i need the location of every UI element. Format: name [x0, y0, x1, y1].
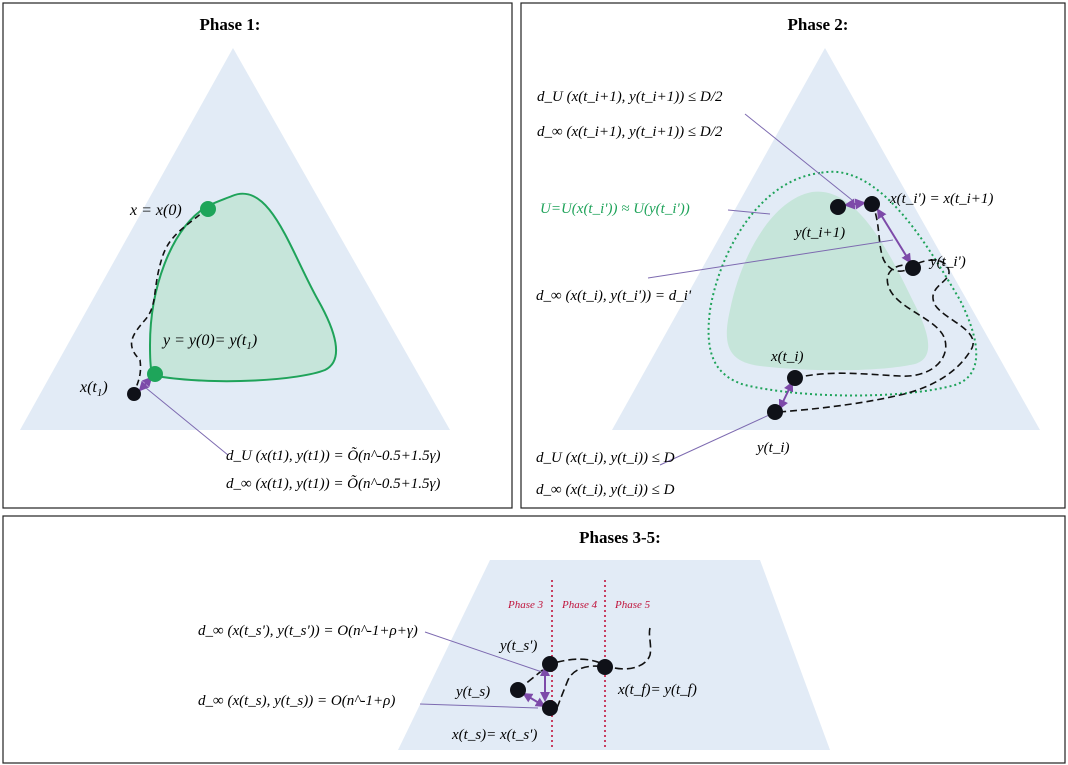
- panel-3-frame: [2, 515, 1066, 764]
- set-region-2: [726, 191, 929, 371]
- formula-dinf-top: d_∞ (x(t_i+1), y(t_i+1)) ≤ D/2: [537, 124, 723, 140]
- label-xts: x(t_s)= x(t_s'): [451, 727, 537, 743]
- label-yts-prime: y(t_s'): [498, 638, 537, 654]
- set-u-region-1: [148, 192, 338, 383]
- label-phase-4: Phase 4: [561, 599, 598, 611]
- label-phase-3: Phase 3: [507, 599, 544, 611]
- formula-dinf-bottom-3: d_∞ (x(t_s), y(t_s)) = O(n^-1+ρ): [198, 693, 395, 709]
- panel-phase-2: Phase 2: d_U (x(t_i+1), y(t_i+1)) ≤ D/2 …: [520, 2, 1066, 509]
- label-xt1: x(t1): [79, 379, 108, 399]
- distance-arrow-bottom: [778, 381, 794, 410]
- pointer-line-u: [727, 209, 771, 215]
- label-y-y0: y = y(0)= y(t1): [161, 332, 257, 352]
- panel-1-frame: [2, 2, 513, 509]
- point-xts: [542, 700, 558, 716]
- pointer-line-top: [744, 113, 853, 201]
- pointer-line-mid: [647, 239, 894, 279]
- distance-arrow-right: [876, 208, 912, 264]
- label-xti-prime: x(t_i') = x(t_i+1): [889, 191, 993, 207]
- label-yti1: y(t_i+1): [793, 225, 845, 241]
- point-xti-prime: [864, 196, 880, 212]
- label-yti-prime: y(t_i'): [928, 254, 966, 270]
- point-yti-prime: [905, 260, 921, 276]
- label-yts: y(t_s): [454, 684, 490, 700]
- panel-2-title: Phase 2:: [788, 15, 849, 34]
- formula-dinf-phase1: d_∞ (x(t1), y(t1)) = Õ(n^-0.5+1.5γ): [226, 475, 440, 492]
- panel-phase-1: Phase 1: x = x(0) y = y(0)= y(t1) x(t1) …: [2, 2, 513, 509]
- trajectory-path-3: [517, 627, 652, 709]
- label-xtf: x(t_f)= y(t_f): [617, 682, 697, 698]
- panel-2-frame: [520, 2, 1066, 509]
- formula-dinf-bottom: d_∞ (x(t_i), y(t_i)) ≤ D: [536, 482, 675, 498]
- point-yts-prime: [542, 656, 558, 672]
- point-xtf: [597, 659, 613, 675]
- distance-arrow-top: [843, 198, 867, 210]
- point-xti: [787, 370, 803, 386]
- label-xti: x(t_i): [770, 349, 803, 365]
- formula-dU-bottom: d_U (x(t_i), y(t_i)) ≤ D: [536, 450, 675, 466]
- trapezoid-region: [398, 560, 830, 750]
- point-yti: [767, 404, 783, 420]
- label-u-set: U=U(x(t_i')) ≈ U(y(t_i')): [540, 201, 690, 217]
- point-y0: [147, 366, 163, 382]
- point-yts: [510, 682, 526, 698]
- distance-arrow-1: [138, 376, 153, 392]
- pointer-line-bottom: [659, 409, 781, 466]
- panel-phases-3-5: Phases 3-5: Phase 3 Phase 4 Phase 5 d_∞ …: [2, 515, 1066, 764]
- point-x0: [200, 201, 216, 217]
- point-yti1: [830, 199, 846, 215]
- pointer-line-bottom-3: [419, 703, 539, 709]
- point-xt1: [127, 387, 141, 401]
- pointer-line-1: [145, 387, 229, 456]
- formula-dU-top: d_U (x(t_i+1), y(t_i+1)) ≤ D/2: [537, 89, 723, 105]
- pointer-line-top-3: [424, 631, 543, 673]
- panel-1-title: Phase 1:: [200, 15, 261, 34]
- trajectory-path-2: [778, 204, 974, 413]
- label-phase-5: Phase 5: [614, 599, 651, 611]
- formula-dinf-top-3: d_∞ (x(t_s'), y(t_s')) = O(n^-1+ρ+γ): [198, 623, 418, 639]
- formula-dinf-mid: d_∞ (x(t_i), y(t_i')) = d_i': [536, 288, 692, 304]
- formula-dU-phase1: d_U (x(t1), y(t1)) = Õ(n^-0.5+1.5γ): [226, 447, 441, 464]
- distance-arrow-diagonal: [522, 692, 546, 708]
- label-yti: y(t_i): [755, 440, 789, 456]
- trajectory-path-1: [130, 207, 208, 394]
- panel-3-title: Phases 3-5:: [579, 528, 661, 547]
- label-x-x0: x = x(0): [129, 202, 182, 219]
